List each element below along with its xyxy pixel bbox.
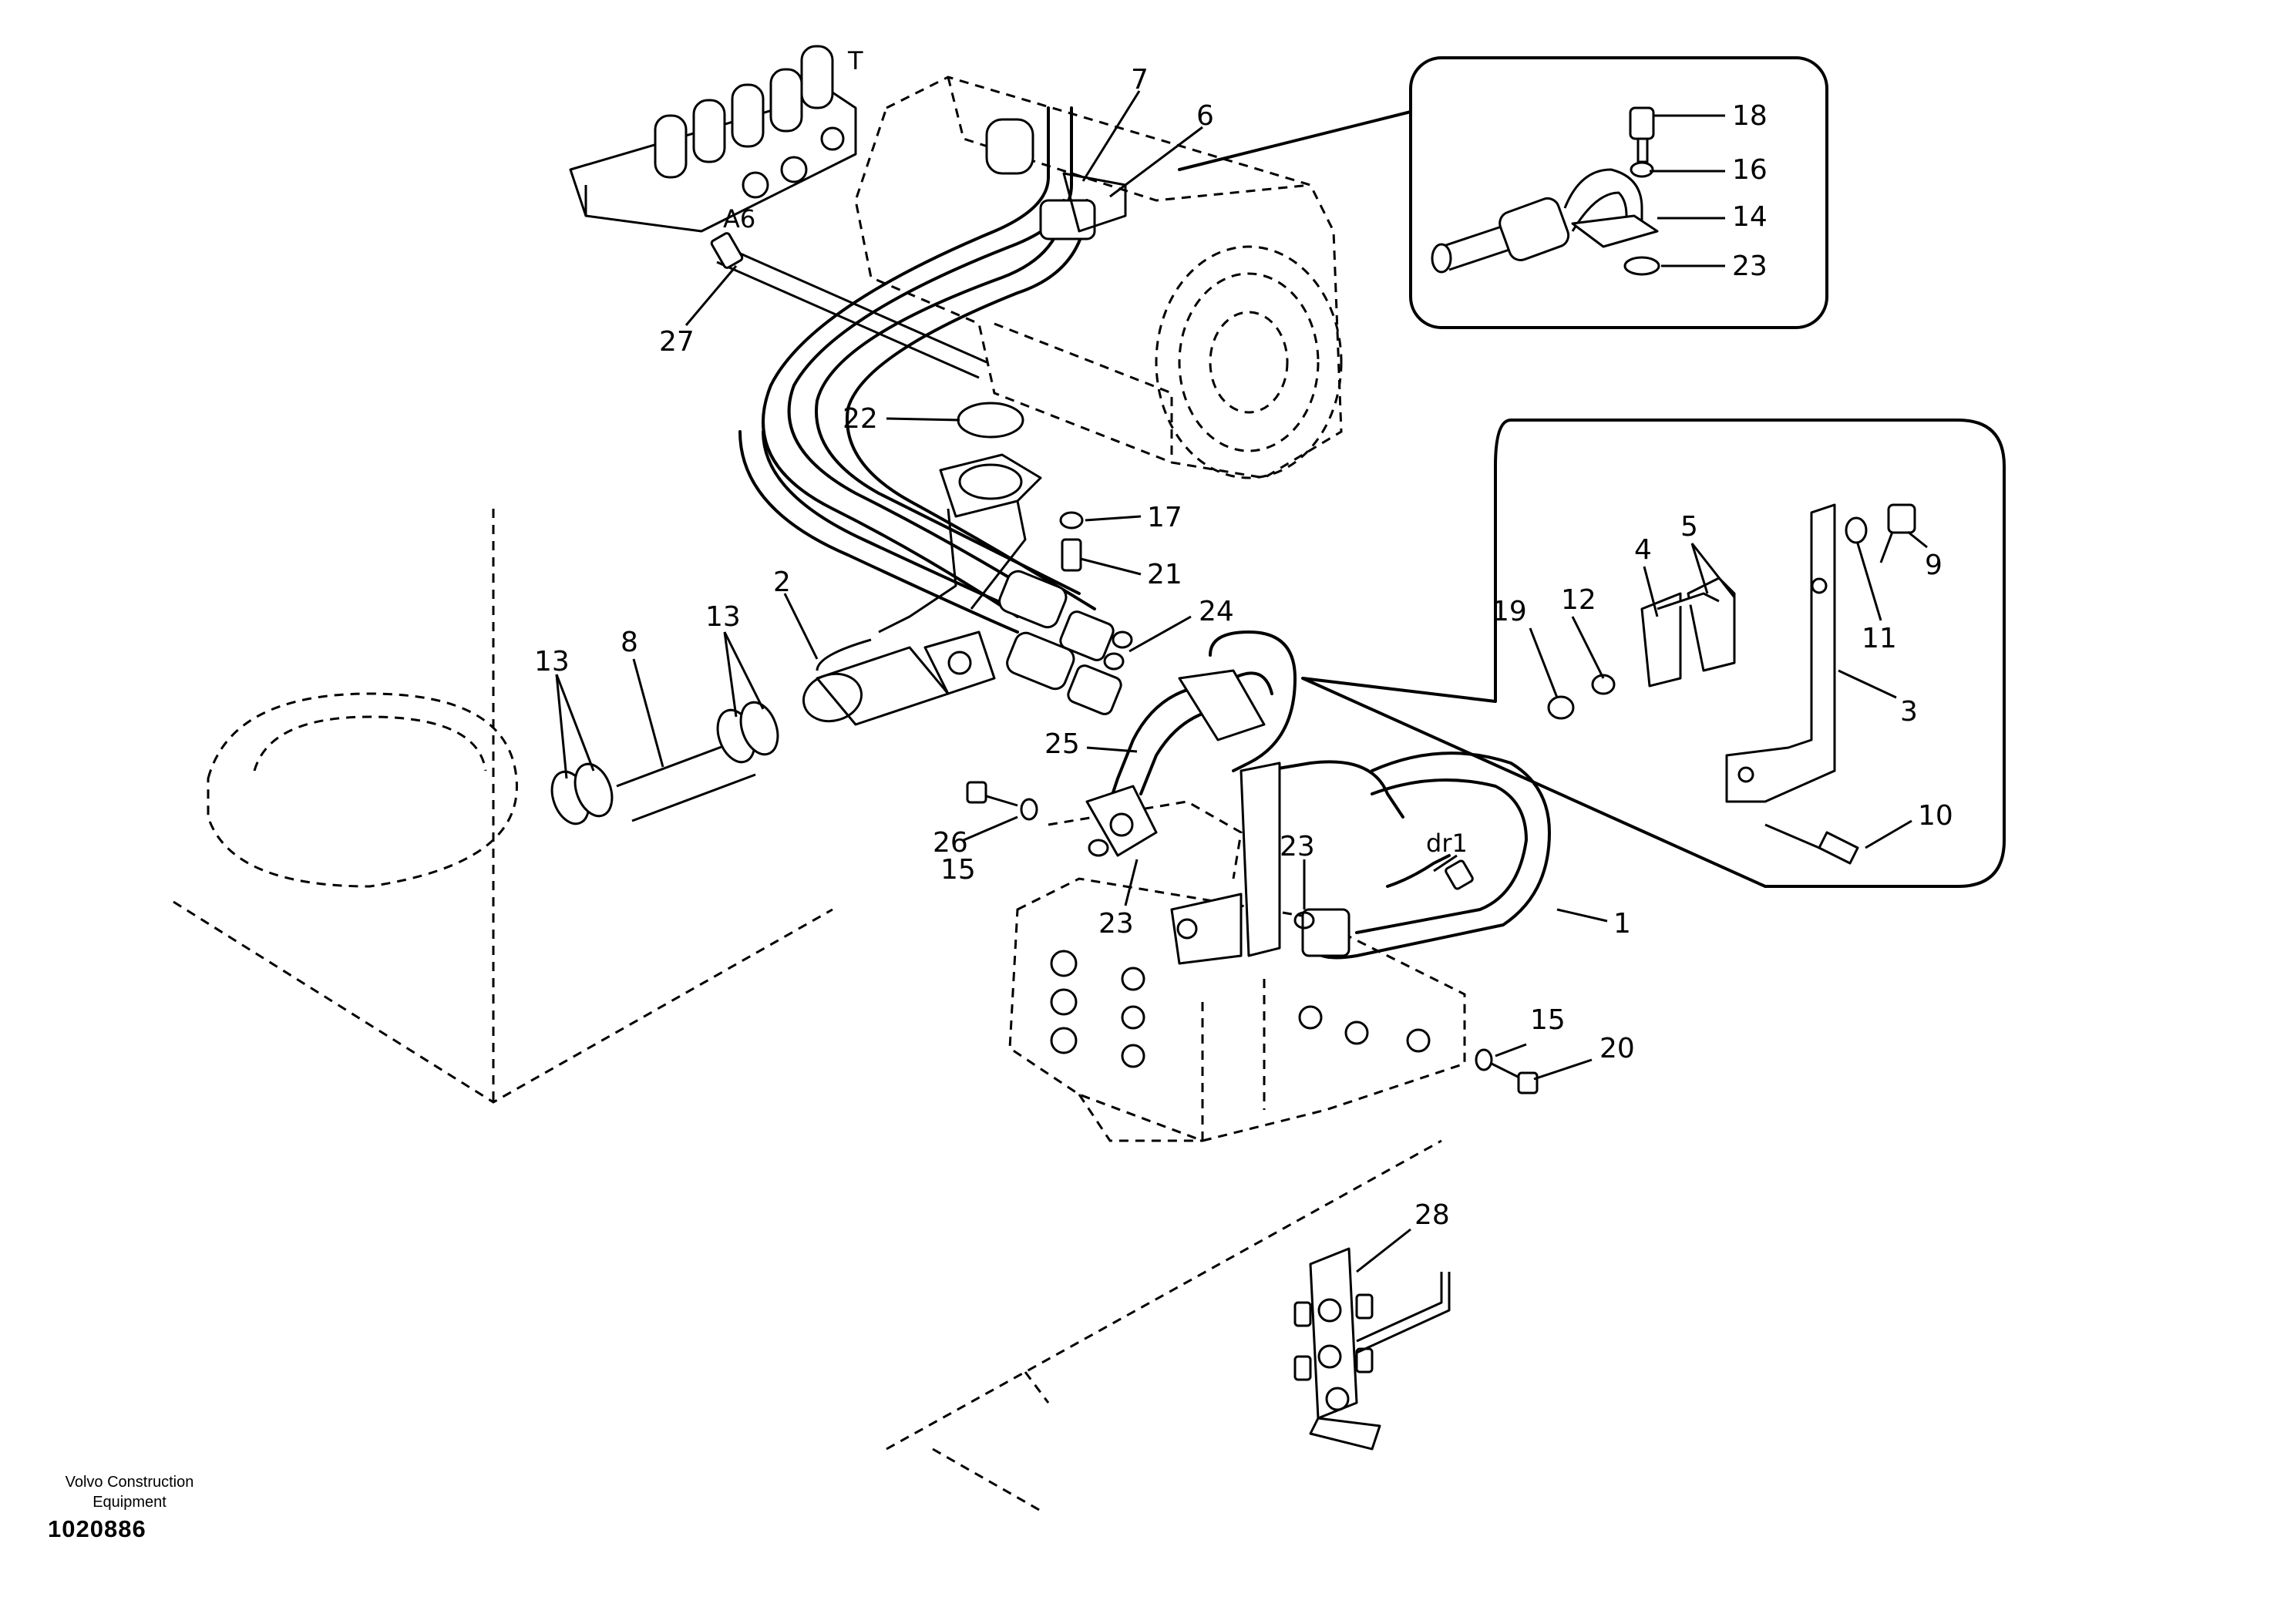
- label-15-left: 15: [940, 854, 976, 886]
- leader-lines: [555, 90, 1928, 1273]
- label-14: 14: [1732, 201, 1768, 233]
- label-27: 27: [659, 326, 695, 358]
- label-15-right: 15: [1530, 1004, 1566, 1036]
- label-11: 11: [1862, 623, 1897, 654]
- fasteners: [966, 511, 1539, 1094]
- pilot-line-27: A6: [710, 204, 987, 379]
- company-name: Volvo Construction Equipment: [65, 1474, 194, 1511]
- label-28: 28: [1414, 1199, 1450, 1231]
- valve-block-28: [1293, 1247, 1451, 1451]
- part-labels: 7 6 18 16 14 23 27 22 17 21 24 2 8 13 13…: [534, 64, 1953, 1231]
- label-23-center: 23: [1280, 831, 1315, 862]
- drain-port-dr1: dr1: [1426, 829, 1474, 890]
- label-19: 19: [1492, 596, 1527, 627]
- label-25: 25: [1044, 728, 1080, 760]
- label-20: 20: [1599, 1033, 1635, 1064]
- machine-frame-outline: [173, 509, 1442, 1512]
- suction-hose-pair: [762, 106, 1127, 618]
- label-16: 16: [1732, 154, 1768, 186]
- port-label-t: T: [847, 46, 863, 76]
- port-label-a6: A6: [723, 204, 755, 234]
- pilot-valve-manifold: T: [569, 45, 863, 233]
- label-17: 17: [1147, 502, 1182, 533]
- label-13-right: 13: [705, 601, 741, 633]
- return-hose: [738, 430, 1122, 715]
- label-23-inset: 23: [1732, 250, 1768, 282]
- inset-flange-detail: [1178, 56, 1828, 329]
- pipe-25: [1085, 669, 1266, 857]
- control-valve-outline: [1008, 800, 1466, 1142]
- label-1: 1: [1613, 908, 1631, 940]
- label-13-left: 13: [534, 646, 570, 678]
- label-10: 10: [1918, 800, 1953, 832]
- label-7: 7: [1131, 64, 1149, 96]
- o-ring-22: [957, 402, 1024, 439]
- port-label-dr1: dr1: [1426, 829, 1468, 858]
- label-2: 2: [773, 567, 791, 598]
- suction-hose-8: [550, 701, 779, 825]
- label-22: 22: [843, 403, 878, 435]
- label-3: 3: [1900, 696, 1918, 728]
- hose-bracket: [1170, 762, 1281, 965]
- label-9: 9: [1925, 550, 1942, 581]
- label-4: 4: [1634, 534, 1652, 566]
- inset-clamp-detail: [1301, 419, 2006, 888]
- label-23-left: 23: [1098, 908, 1134, 940]
- label-18: 18: [1732, 100, 1768, 132]
- label-5: 5: [1680, 511, 1698, 543]
- label-12: 12: [1561, 584, 1596, 616]
- label-21: 21: [1147, 559, 1182, 590]
- hydraulic-pump-outline: [854, 76, 1343, 479]
- label-26: 26: [933, 827, 968, 859]
- drawing-number: 1020886: [48, 1515, 146, 1542]
- label-8: 8: [621, 627, 638, 658]
- suction-elbow: [802, 453, 1042, 726]
- label-6: 6: [1196, 100, 1214, 132]
- label-24: 24: [1199, 596, 1234, 627]
